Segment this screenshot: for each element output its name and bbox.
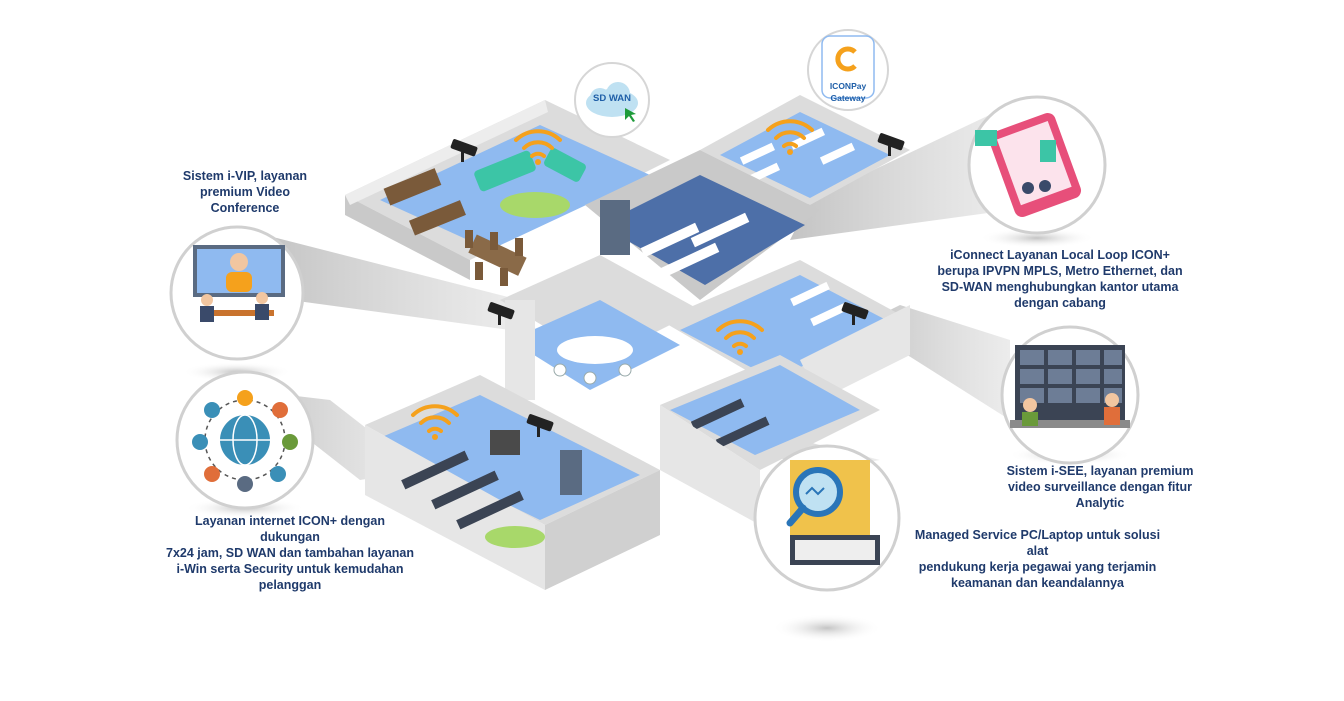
network-node-icon — [237, 476, 253, 492]
wifi-icons — [411, 119, 814, 440]
network-node-icon — [237, 390, 253, 406]
isee-caption: Sistem i-SEE, layanan premium video surv… — [1006, 464, 1194, 510]
wifi-icon — [766, 119, 814, 155]
network-node-icon — [272, 402, 288, 418]
iconpay-label: ICONPay Gateway — [829, 81, 867, 103]
cctv-cameras — [450, 133, 905, 437]
iconnect-caption: iConnect Layanan Local Loop ICON+ berupa… — [937, 248, 1183, 310]
sdwan-label: SD WAN — [593, 93, 631, 104]
wifi-icon — [411, 404, 459, 440]
network-node-icon — [204, 466, 220, 482]
network-node-icon — [204, 402, 220, 418]
building — [345, 95, 910, 590]
cctv-icon — [487, 302, 515, 325]
internet-network-circle — [175, 370, 315, 510]
video-conference-circle — [169, 225, 305, 361]
wifi-icon — [514, 129, 562, 165]
managed-service-circle — [753, 444, 901, 592]
magnifier-icon — [793, 467, 843, 517]
cctv-icon — [450, 139, 478, 162]
sdwan-badge — [574, 62, 650, 138]
network-node-icon — [270, 466, 286, 482]
cursor-icon — [625, 108, 636, 122]
iconpay-logo-icon — [835, 46, 857, 72]
iconnect-circle — [967, 95, 1107, 235]
iconpay-badge — [807, 29, 889, 111]
internet-caption: Layanan internet ICON+ dengan dukungan 7… — [166, 514, 414, 592]
wifi-icon — [716, 319, 764, 355]
isee-surveillance-circle — [1000, 325, 1140, 465]
cctv-icon — [877, 133, 905, 156]
network-node-icon — [282, 434, 298, 450]
cctv-icon — [526, 414, 554, 437]
managed-service-caption: Managed Service PC/Laptop untuk solusi a… — [914, 528, 1161, 590]
network-node-icon — [192, 434, 208, 450]
vip-caption: Sistem i-VIP, layanan premium Video Conf… — [182, 169, 308, 215]
cctv-icon — [841, 302, 869, 325]
